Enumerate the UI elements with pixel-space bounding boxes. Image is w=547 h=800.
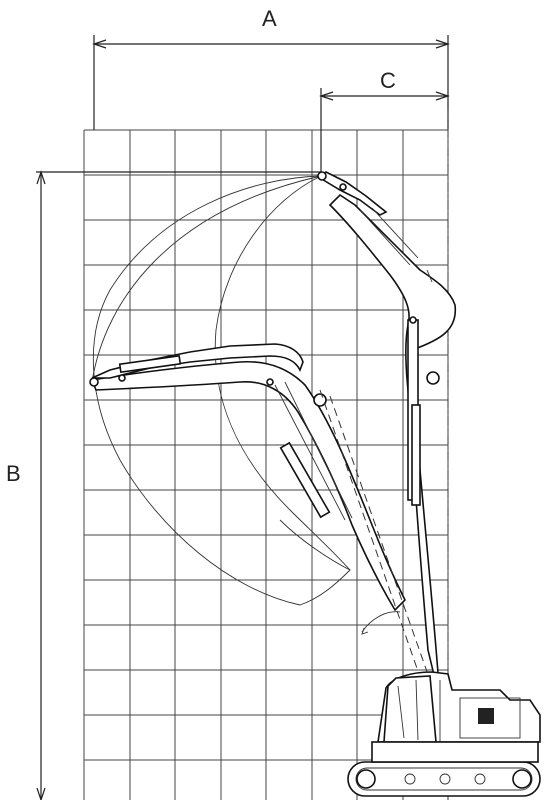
dimension-a-label: A bbox=[262, 6, 277, 31]
dimension-c-line bbox=[319, 88, 450, 175]
raised-boom bbox=[317, 171, 457, 701]
dimension-a-line bbox=[92, 35, 450, 130]
crawler-tracks bbox=[347, 741, 541, 797]
dimension-b-line bbox=[36, 170, 322, 800]
reach-envelope bbox=[91, 175, 401, 635]
excavator-body bbox=[377, 671, 541, 743]
dimension-b-label: B bbox=[6, 461, 21, 486]
extended-boom bbox=[89, 343, 406, 612]
dimension-c-label: C bbox=[380, 68, 396, 93]
boom-reference-dashed bbox=[319, 389, 445, 721]
